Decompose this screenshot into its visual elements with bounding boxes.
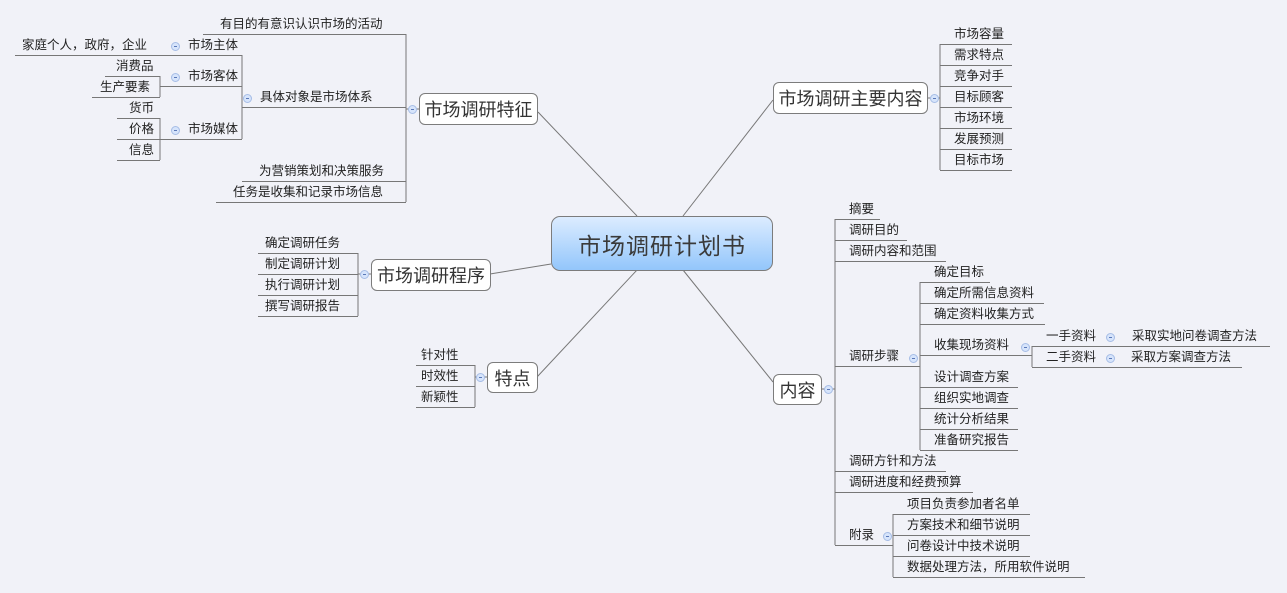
main-content-item[interactable]: 市场容量 (954, 26, 1005, 41)
market-subject-detail[interactable]: 家庭个人，政府，企业 (22, 37, 148, 52)
main-content-item[interactable]: 竞争对手 (954, 68, 1005, 83)
collapse-icon[interactable] (1020, 342, 1030, 352)
procedure-item[interactable]: 确定调研任务 (265, 235, 341, 250)
secondary-data[interactable]: 二手资料 (1046, 349, 1097, 364)
branch-features[interactable]: 市场调研特征 (419, 93, 538, 125)
trait-item[interactable]: 新颖性 (421, 389, 459, 404)
content-item[interactable]: 调研进度和经费预算 (849, 474, 962, 489)
step-item[interactable]: 确定资料收集方式 (934, 306, 1035, 321)
market-media-item[interactable]: 信息 (129, 142, 155, 157)
step-item[interactable]: 组织实地调查 (934, 390, 1010, 405)
content-item[interactable]: 调研方针和方法 (849, 453, 937, 468)
procedure-item[interactable]: 制定调研计划 (265, 256, 341, 271)
market-media-item[interactable]: 价格 (129, 121, 155, 136)
main-content-item[interactable]: 目标市场 (954, 152, 1005, 167)
step-item[interactable]: 统计分析结果 (934, 411, 1010, 426)
step-item[interactable]: 收集现场资料 (934, 337, 1010, 352)
content-item[interactable]: 调研内容和范围 (849, 243, 937, 258)
central-topic[interactable]: 市场调研计划书 (551, 216, 773, 271)
collapse-icon[interactable] (170, 72, 180, 82)
branch-procedure[interactable]: 市场调研程序 (371, 259, 491, 291)
main-content-item[interactable]: 发展预测 (954, 131, 1005, 146)
step-item[interactable]: 确定目标 (934, 264, 985, 279)
market-media[interactable]: 市场媒体 (188, 121, 239, 136)
market-object-item[interactable]: 生产要素 (100, 79, 151, 94)
feature-item[interactable]: 为营销策划和决策服务 (259, 163, 385, 178)
market-media-item[interactable]: 货币 (129, 100, 155, 115)
market-object-item[interactable]: 消费品 (116, 58, 154, 73)
branch-main-content[interactable]: 市场调研主要内容 (773, 82, 928, 114)
procedure-item[interactable]: 撰写调研报告 (265, 298, 341, 313)
trait-item[interactable]: 针对性 (421, 347, 459, 362)
content-item[interactable]: 调研步骤 (849, 348, 900, 363)
step-item[interactable]: 设计调查方案 (934, 369, 1010, 384)
collapse-icon[interactable] (170, 41, 180, 51)
collapse-icon[interactable] (908, 353, 918, 363)
appendix-item[interactable]: 方案技术和细节说明 (907, 517, 1020, 532)
primary-data[interactable]: 一手资料 (1046, 328, 1097, 343)
collapse-icon[interactable] (1105, 353, 1115, 363)
procedure-item[interactable]: 执行调研计划 (265, 277, 341, 292)
collapse-icon[interactable] (359, 269, 369, 279)
appendix-item[interactable]: 问卷设计中技术说明 (907, 538, 1020, 553)
content-item[interactable]: 摘要 (849, 201, 875, 216)
main-content-item[interactable]: 需求特点 (954, 47, 1005, 62)
secondary-data-method[interactable]: 采取方案调查方法 (1131, 349, 1232, 364)
feature-item[interactable]: 有目的有意识认识市场的活动 (220, 16, 383, 31)
feature-item[interactable]: 任务是收集和记录市场信息 (233, 184, 384, 199)
feature-item[interactable]: 具体对象是市场体系 (260, 89, 373, 104)
collapse-icon[interactable] (475, 372, 485, 382)
main-content-item[interactable]: 市场环境 (954, 110, 1005, 125)
step-item[interactable]: 准备研究报告 (934, 432, 1010, 447)
trait-item[interactable]: 时效性 (421, 368, 459, 383)
collapse-icon[interactable] (882, 531, 892, 541)
collapse-icon[interactable] (170, 125, 180, 135)
primary-data-method[interactable]: 采取实地问卷调查方法 (1132, 328, 1258, 343)
content-item[interactable]: 附录 (849, 527, 875, 542)
branch-content[interactable]: 内容 (773, 374, 822, 405)
collapse-icon[interactable] (823, 384, 833, 394)
market-subject[interactable]: 市场主体 (188, 37, 239, 52)
main-content-item[interactable]: 目标顾客 (954, 89, 1005, 104)
market-object[interactable]: 市场客体 (188, 68, 239, 83)
appendix-item[interactable]: 数据处理方法，所用软件说明 (907, 559, 1070, 574)
appendix-item[interactable]: 项目负责参加者名单 (907, 496, 1020, 511)
branch-traits[interactable]: 特点 (487, 362, 538, 393)
collapse-icon[interactable] (242, 93, 252, 103)
collapse-icon[interactable] (407, 104, 417, 114)
collapse-icon[interactable] (929, 93, 939, 103)
step-item[interactable]: 确定所需信息资料 (934, 285, 1035, 300)
content-item[interactable]: 调研目的 (849, 222, 900, 237)
collapse-icon[interactable] (1105, 332, 1115, 342)
